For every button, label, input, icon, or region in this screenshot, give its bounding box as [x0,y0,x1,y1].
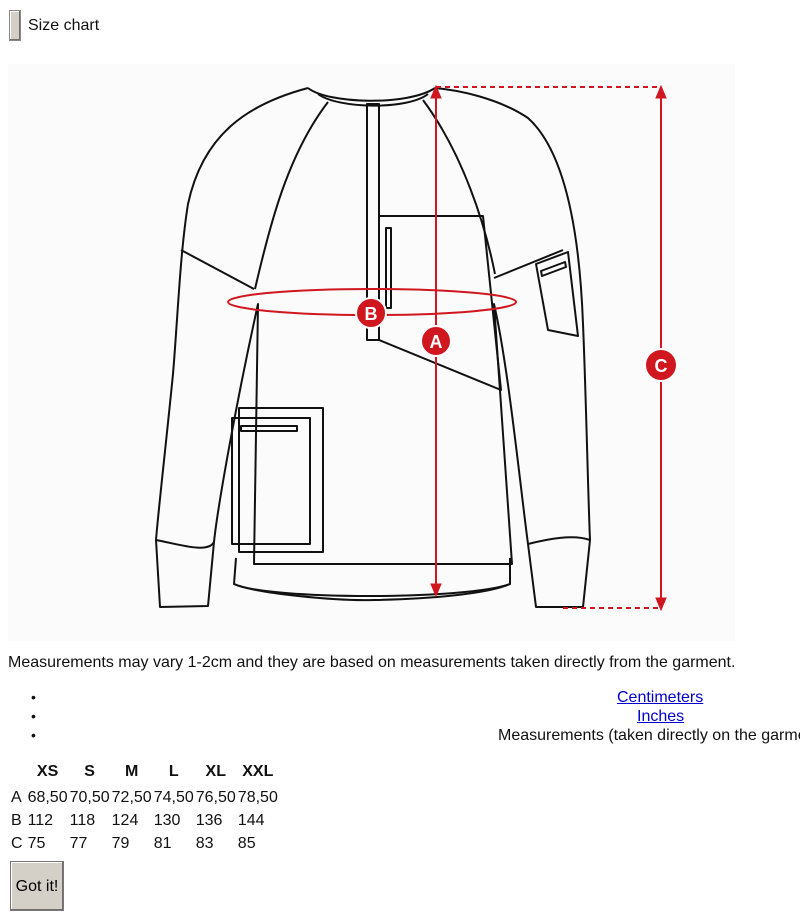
marker-b: B [355,297,387,329]
centimeters-link[interactable]: Centimeters [617,689,704,706]
row-label: A [11,788,22,806]
table-cell: 76,50 [195,788,236,806]
svg-text:B: B [365,304,378,324]
table-row: A 68,50 70,50 72,50 74,50 76,50 78,50 [9,786,279,809]
table-cell: 70,50 [69,788,110,806]
table-cell: 124 [111,811,139,829]
table-cell: 78,50 [237,788,278,806]
table-cell: 74,50 [153,788,194,806]
row-label: B [11,811,22,829]
svg-text:A: A [430,332,443,352]
corner-cell [9,762,27,786]
list-item: • Centimeters [0,688,800,707]
marker-a: A [420,325,452,357]
garment-measurement-diagram: B A C [8,64,735,641]
bullet-icon: • [31,708,36,724]
marker-c: C [644,348,678,382]
size-header: XXL [242,763,274,780]
list-item: • Inches [0,707,800,726]
table-cell: 75 [27,834,46,852]
bullet-icon: • [31,689,36,705]
unit-options-list: • Centimeters • Inches • Measurements (t… [0,688,800,745]
table-cell: 136 [195,811,223,829]
size-header: S [84,763,95,780]
table-cell: 79 [111,834,130,852]
table-cell: 77 [69,834,88,852]
table-cell: 130 [153,811,181,829]
table-cell: 72,50 [111,788,152,806]
bullet-icon: • [31,727,36,743]
size-chart-title: Size chart [28,16,100,34]
measurement-note: Measurements may vary 1-2cm and they are… [8,654,736,671]
table-cell: 81 [153,834,172,852]
table-header-row: XS S M L XL XXL [9,762,279,786]
size-header: XS [36,763,59,780]
size-header: M [125,763,139,780]
list-item: • Measurements (taken directly on the ga… [0,726,800,745]
measurements-label: Measurements (taken directly on the garm… [498,727,800,744]
got-it-button[interactable]: Got it! [10,861,64,911]
size-header: XL [205,763,226,780]
size-chart-header: Size chart [9,9,99,42]
size-chart-toggle-button[interactable] [9,10,21,41]
table-row: B 112 118 124 130 136 144 [9,809,279,832]
jacket-illustration: B A C [155,84,678,612]
table-row: C 75 77 79 81 83 85 [9,832,279,855]
size-table: XS S M L XL XXL A 68,50 70,50 72,50 74,5… [9,762,279,855]
inches-link[interactable]: Inches [637,708,685,725]
table-cell: 112 [27,811,54,829]
svg-text:C: C [655,356,668,376]
table-cell: 83 [195,834,214,852]
table-cell: 118 [69,811,96,829]
table-cell: 68,50 [27,788,68,806]
table-cell: 85 [237,834,256,852]
size-header: L [168,763,179,780]
row-label: C [11,834,23,852]
table-cell: 144 [237,811,265,829]
